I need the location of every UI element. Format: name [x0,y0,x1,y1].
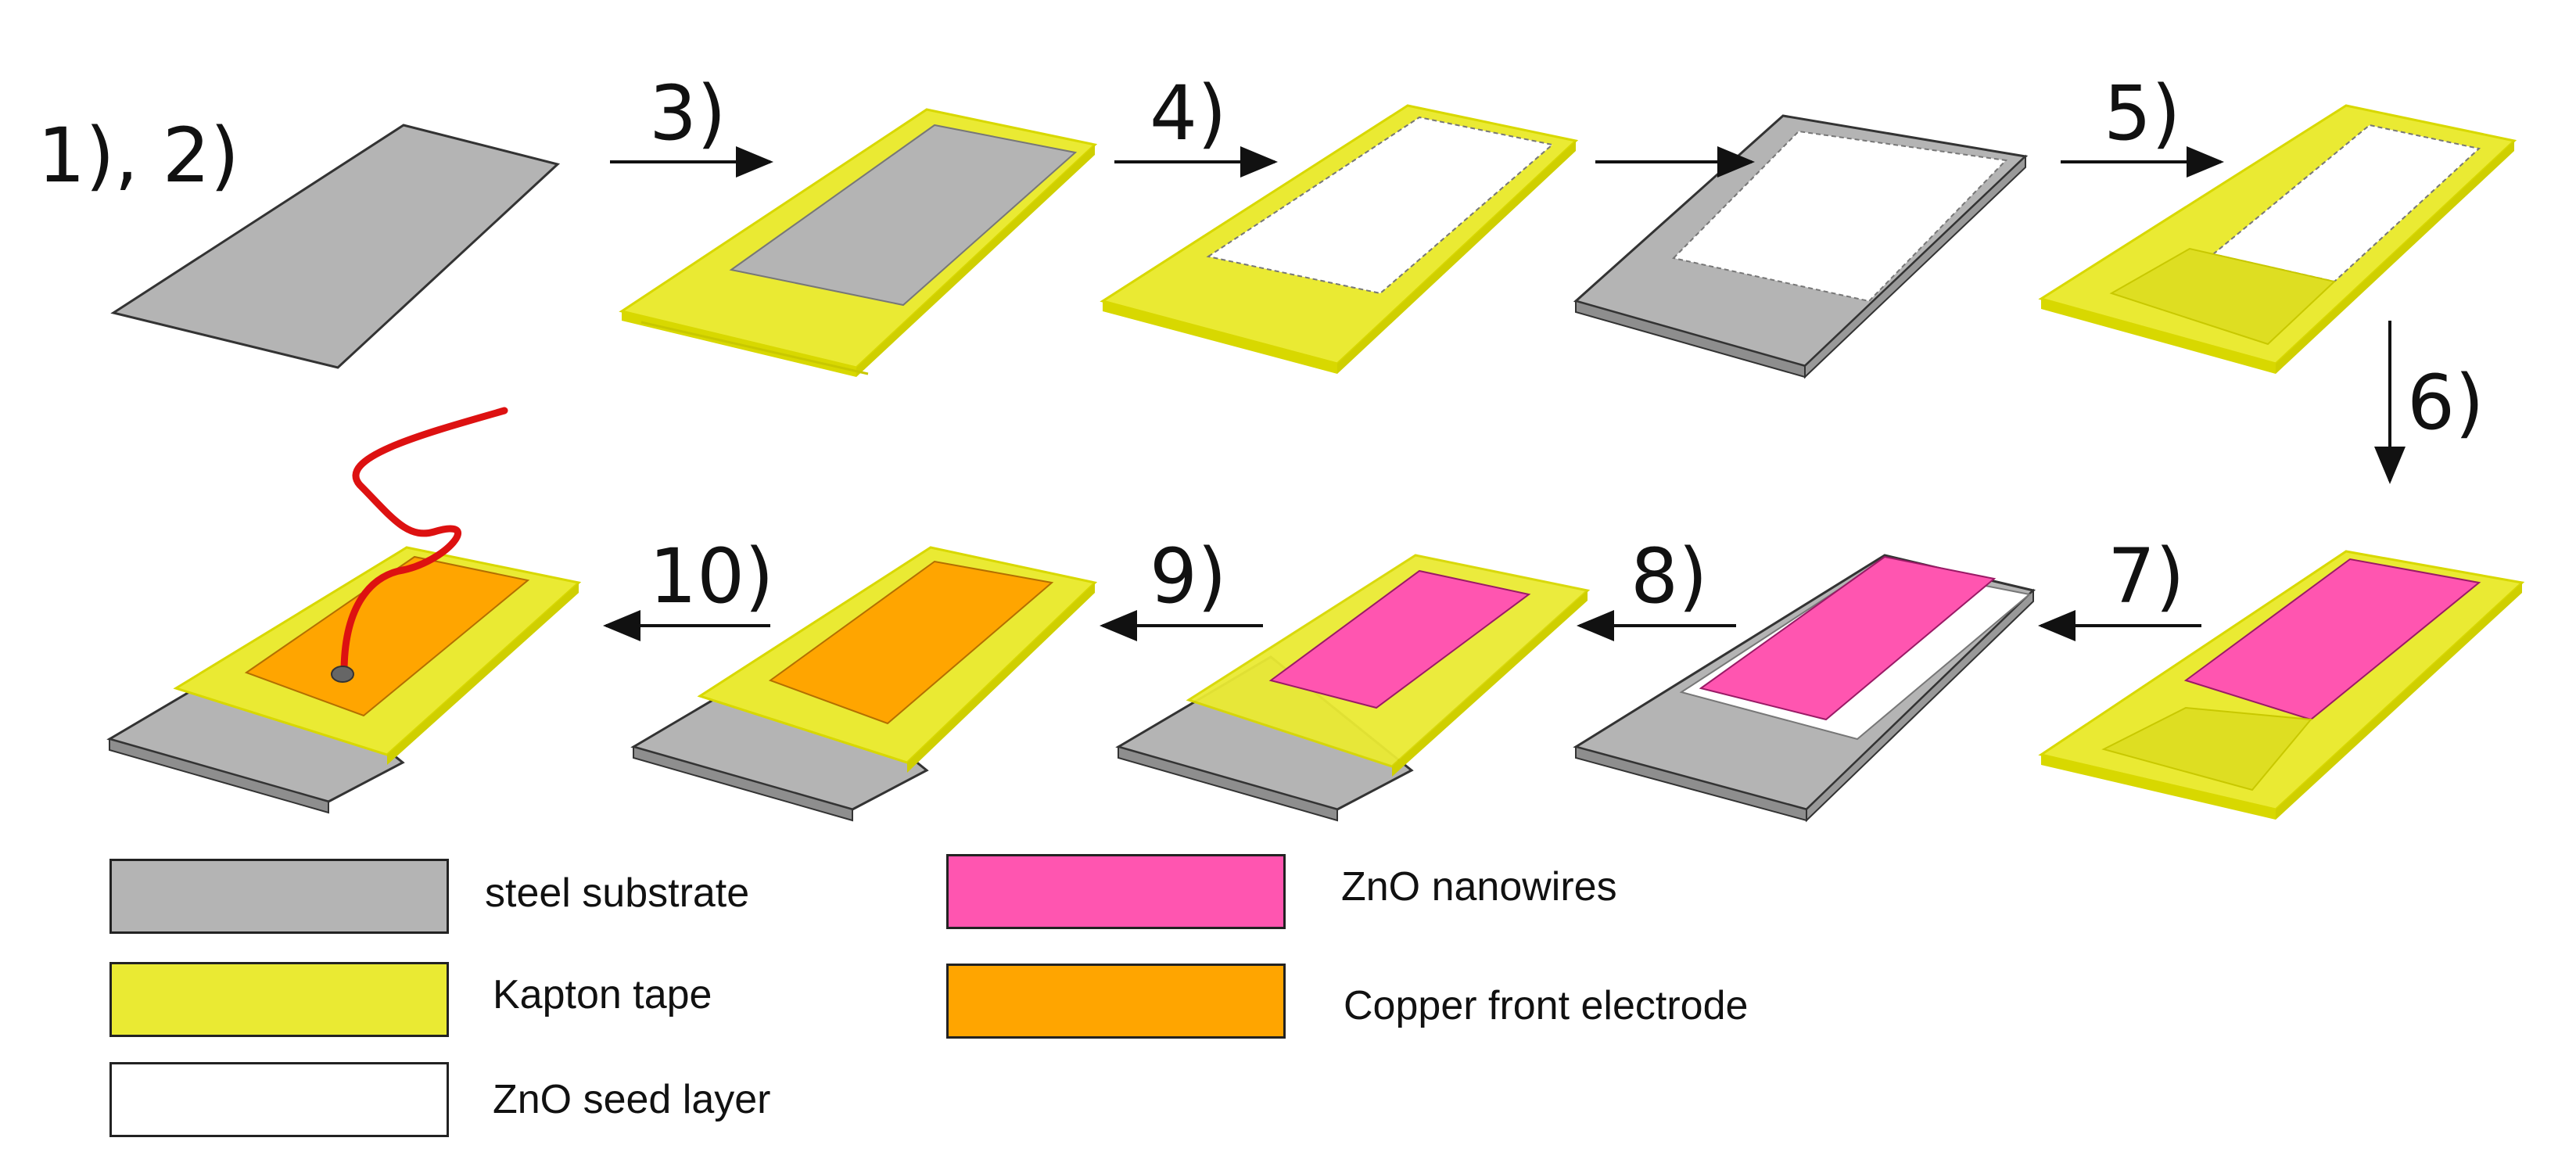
steel-substrate-edge [633,745,853,822]
legend-label-copper-front-electrode: Copper front electrode [1344,983,1749,1028]
kapton-tape-edge [1337,141,1576,374]
contact-wire [340,407,508,677]
copper-front-electrode [768,560,1054,725]
legend-label-zno-nanowires: ZnO nanowires [1341,864,1617,910]
step-label-1-2: 1), 2) [38,112,239,199]
step-label-4: 4) [1150,70,1227,157]
steel-substrate-plate [110,124,561,369]
legend-label-zno-seed-layer: ZnO seed layer [493,1077,771,1122]
step-label-7: 7) [2108,533,2185,620]
device-step-4b [1573,114,2029,379]
device-step-5 [2038,104,2517,374]
device-step-9 [1115,554,1591,822]
steel-substrate-edge [1804,154,2026,379]
kapton-tape-edge [387,583,579,765]
steel-substrate-edge [109,738,329,814]
kapton-tape-edge [2276,583,2522,820]
step-label-6: 6) [2407,359,2485,447]
zno-nanowires-layer [1268,569,1531,709]
step-label-5: 5) [2104,70,2181,157]
steel-substrate-edge [1118,745,1338,822]
kapton-tape-edge [2041,755,2276,820]
step-label-10: 10) [649,533,774,620]
legend-swatch-zno-nanowires [946,854,1286,929]
zno-nanowires-layer [1699,555,1997,721]
kapton-tape-edge [907,583,1095,773]
kapton-tape-edge [1103,301,1337,374]
legend-swatch-zno-seed-layer [109,1062,449,1137]
zno-seed-layer [2211,124,2481,283]
device-step-8 [1573,554,2036,823]
kapton-overlap-region [2101,706,2312,791]
zno-nanowires-layer [2183,558,2481,721]
step-label-8: 8) [1631,533,1708,620]
legend-swatch-kapton-tape [109,962,449,1037]
legend-label-steel-substrate: steel substrate [485,870,750,916]
device-final [106,407,582,814]
steel-substrate-window [729,124,1078,307]
zno-seed-layer [1672,130,2008,303]
device-step-7 [2038,550,2525,820]
kapton-tape-edge [1392,590,1588,777]
legend-label-kapton-tape: Kapton tape [493,972,712,1017]
kapton-tape-edge [2276,141,2514,374]
device-step-10 [630,546,1098,822]
kapton-overlap-region [2109,247,2337,346]
step-label-3: 3) [649,70,727,157]
kapton-tape-edge [2041,299,2276,374]
copper-front-electrode [244,555,530,717]
zno-seed-layer [1206,116,1555,295]
legend-swatch-copper-front-electrode [946,964,1286,1039]
kapton-fold-line [640,321,869,375]
device-step-4 [1100,104,1579,374]
step-label-9: 9) [1150,533,1227,620]
device-step-1-2 [110,124,561,369]
legend-swatch-steel-substrate [109,859,449,934]
contact-point [331,666,354,683]
steel-substrate-edge [1806,588,2034,823]
kapton-tape-edge [856,145,1095,377]
device-step-3 [619,108,1098,377]
